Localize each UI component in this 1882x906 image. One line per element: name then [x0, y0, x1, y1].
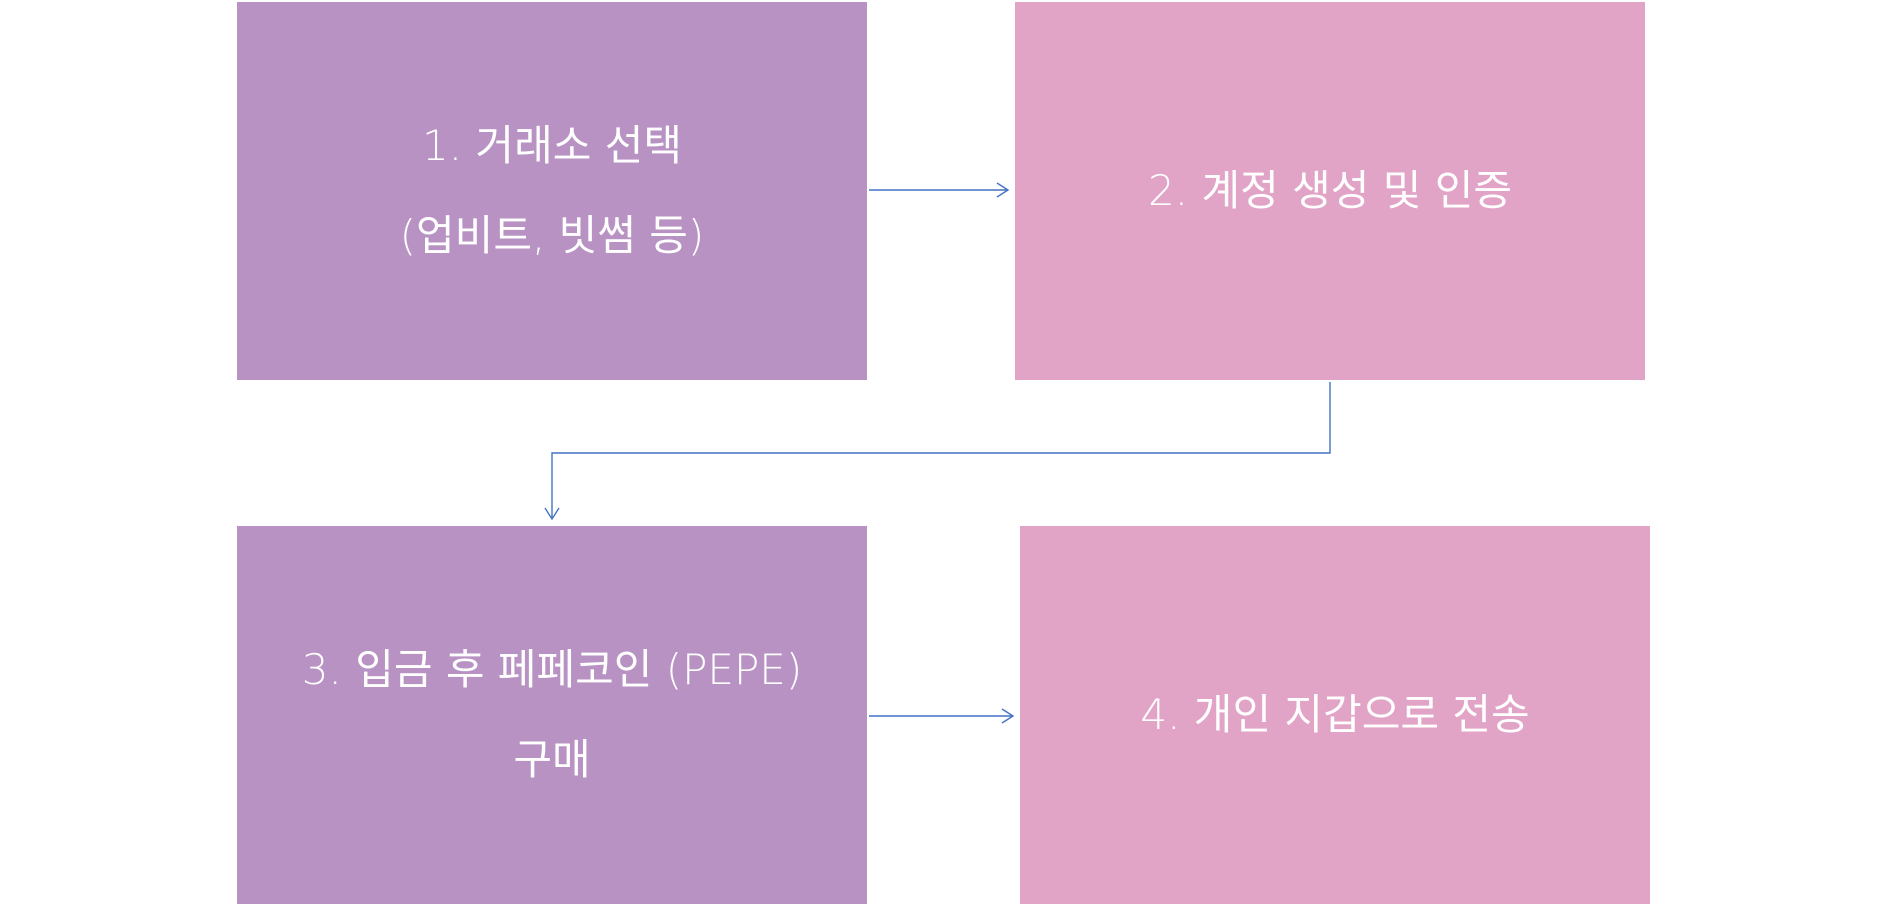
- step-1-line-1: 1. 거래소 선택: [422, 121, 682, 170]
- step-3-line-1: 3. 입금 후 페페코인 (PEPE): [301, 645, 803, 694]
- step-3-line-2: 구매: [513, 735, 591, 784]
- arrowhead-1-to-2: [996, 182, 1010, 198]
- step-1-box: 1. 거래소 선택 (업비트, 빗썸 등): [237, 2, 867, 380]
- arrow-2-to-3: [551, 382, 1331, 519]
- step-1-line-2: (업비트, 빗썸 등): [399, 211, 705, 260]
- step-4-line-1: 4. 개인 지갑으로 전송: [1140, 690, 1530, 739]
- step-3-box: 3. 입금 후 페페코인 (PEPE) 구매: [237, 526, 867, 904]
- step-2-line-1: 2. 계정 생성 및 인증: [1148, 166, 1512, 215]
- step-4-box: 4. 개인 지갑으로 전송: [1020, 526, 1650, 904]
- step-2-box: 2. 계정 생성 및 인증: [1015, 2, 1645, 380]
- arrowhead-2-to-3: [544, 507, 560, 521]
- arrowhead-3-to-4: [1001, 708, 1015, 724]
